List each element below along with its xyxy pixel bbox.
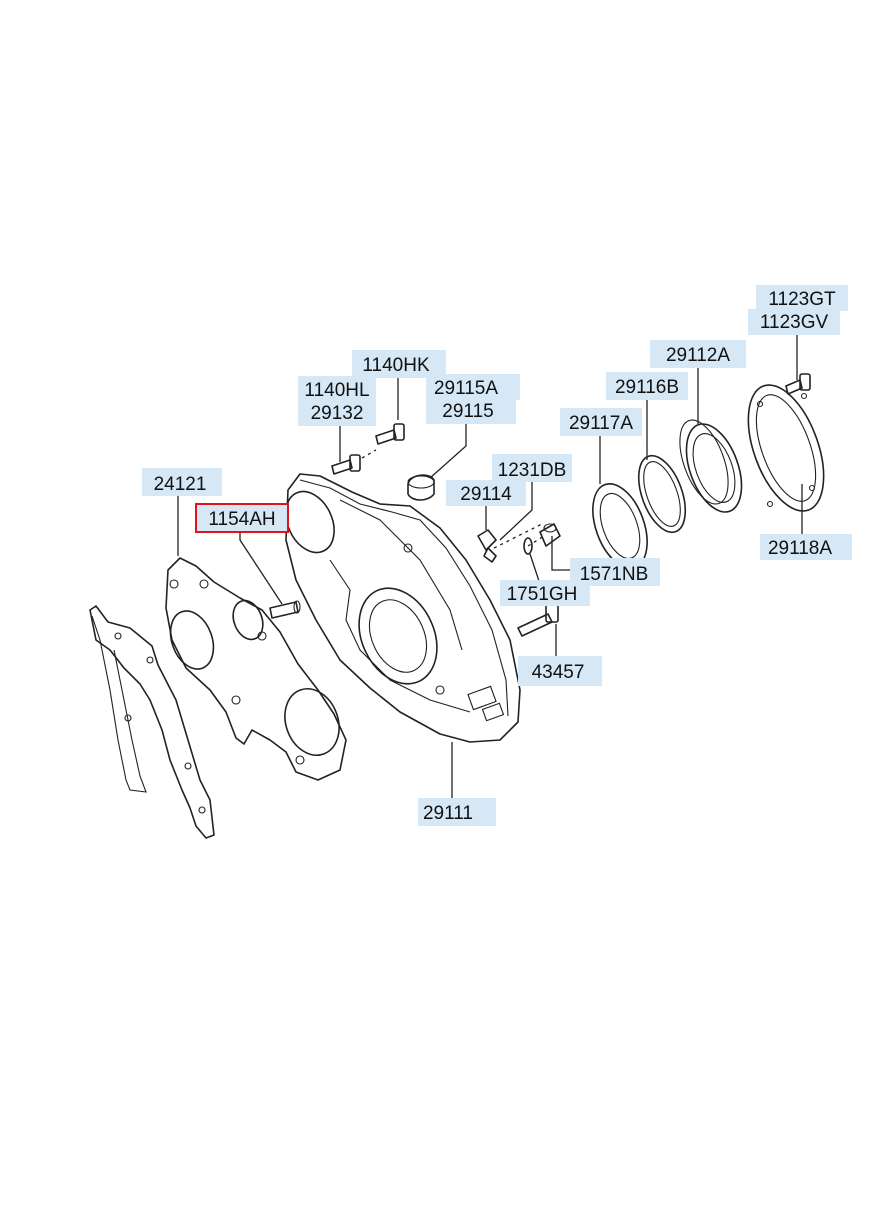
washer-1751gh bbox=[523, 537, 533, 555]
o-ring-29116b bbox=[637, 454, 687, 534]
callout-24121-text: 24121 bbox=[154, 474, 207, 495]
callout-29111-text: 29111 bbox=[423, 803, 473, 824]
callout-29118a-text: 29118A bbox=[768, 538, 832, 559]
highlight-frame bbox=[195, 503, 289, 533]
callout-1231db[interactable]: 1231DB bbox=[492, 454, 572, 482]
callout-43457[interactable]: 43457 bbox=[518, 656, 602, 686]
callout-1140hl-text: 1140HL bbox=[304, 380, 369, 401]
retainer-29112a bbox=[679, 419, 743, 513]
callout-1123gt-text: 1123GT bbox=[768, 289, 836, 310]
callout-29117a[interactable]: 29117A bbox=[560, 408, 642, 436]
callout-29112a-text: 29112A bbox=[666, 345, 730, 366]
callout-1751gh[interactable]: 1751GH bbox=[500, 580, 590, 606]
callout-29115a-text: 29115A bbox=[434, 378, 498, 399]
callout-29132[interactable]: 29132 bbox=[298, 400, 376, 426]
callout-29115a[interactable]: 29115A bbox=[426, 374, 520, 400]
callout-29115-text: 29115 bbox=[442, 401, 493, 422]
bolt-29132 bbox=[331, 454, 361, 475]
callout-1140hl[interactable]: 1140HL bbox=[298, 376, 376, 402]
dowel-pin-1154ah bbox=[269, 600, 301, 619]
callout-1154ah[interactable]: 1154AH bbox=[195, 503, 289, 533]
callout-29117a-text: 29117A bbox=[569, 413, 633, 434]
callout-1154ah-text: 1154AH bbox=[208, 509, 275, 530]
callout-1751gh-text: 1751GH bbox=[507, 584, 578, 605]
callout-1123gv-text: 1123GV bbox=[760, 312, 829, 333]
oil-jet-29114 bbox=[477, 529, 497, 563]
bolt-43457 bbox=[517, 603, 559, 637]
callout-1571nb-text: 1571NB bbox=[580, 564, 649, 585]
plug-29115 bbox=[407, 474, 435, 501]
callout-43457-text: 43457 bbox=[532, 662, 585, 683]
callout-29115[interactable]: 29115 bbox=[426, 398, 516, 424]
callout-29116b-text: 29116B bbox=[615, 377, 679, 398]
outer-thin-gasket bbox=[89, 605, 215, 839]
cover-gasket-29118a bbox=[747, 384, 825, 512]
bolt-1140hk bbox=[375, 423, 405, 445]
callout-29111[interactable]: 29111 bbox=[418, 798, 496, 826]
callout-1123gt[interactable]: 1123GT bbox=[756, 285, 848, 311]
callout-29116b[interactable]: 29116B bbox=[606, 372, 688, 400]
callout-29118a[interactable]: 29118A bbox=[760, 534, 852, 560]
callout-1571nb[interactable]: 1571NB bbox=[570, 558, 660, 586]
callout-1140hk[interactable]: 1140HK bbox=[352, 350, 446, 378]
leader-lines bbox=[177, 334, 803, 800]
gasket-24121 bbox=[165, 557, 347, 781]
plug-1571nb bbox=[539, 523, 561, 547]
callout-1123gv[interactable]: 1123GV bbox=[748, 309, 840, 335]
callout-1231db-text: 1231DB bbox=[498, 460, 567, 481]
callout-29114-text: 29114 bbox=[460, 484, 512, 505]
callout-29114[interactable]: 29114 bbox=[446, 480, 526, 506]
timing-case-29111 bbox=[285, 473, 521, 743]
callout-24121[interactable]: 24121 bbox=[142, 468, 222, 496]
callout-29112a[interactable]: 29112A bbox=[650, 340, 746, 368]
callout-29132-text: 29132 bbox=[311, 403, 364, 424]
callout-1140hk-text: 1140HK bbox=[362, 355, 430, 376]
bolt-1123gt bbox=[785, 373, 811, 395]
